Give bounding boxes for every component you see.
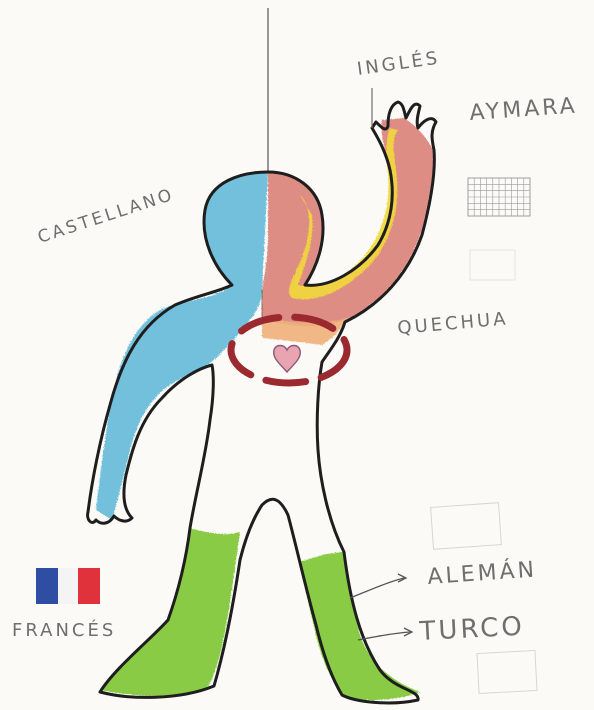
label-quechua: QUECHUA [397,308,510,339]
label-ingles: INGLÉS [356,47,442,80]
heart-icon [274,346,301,373]
label-frances: FRANCÉS [12,619,116,641]
label-turco: TURCO [418,612,526,648]
aymara-grid-lines [468,178,530,216]
label-castellano: CASTELLANO [35,185,177,248]
label-aymara: AYMARA [469,93,579,125]
ingles-colored-region [262,118,433,326]
french-flag-icon [36,568,100,604]
label-aleman: ALEMÁN [427,556,538,590]
arrows [350,574,412,640]
arrow-turco [358,632,410,640]
arrow-aleman [350,578,404,598]
castellano-colored-region [96,172,268,520]
